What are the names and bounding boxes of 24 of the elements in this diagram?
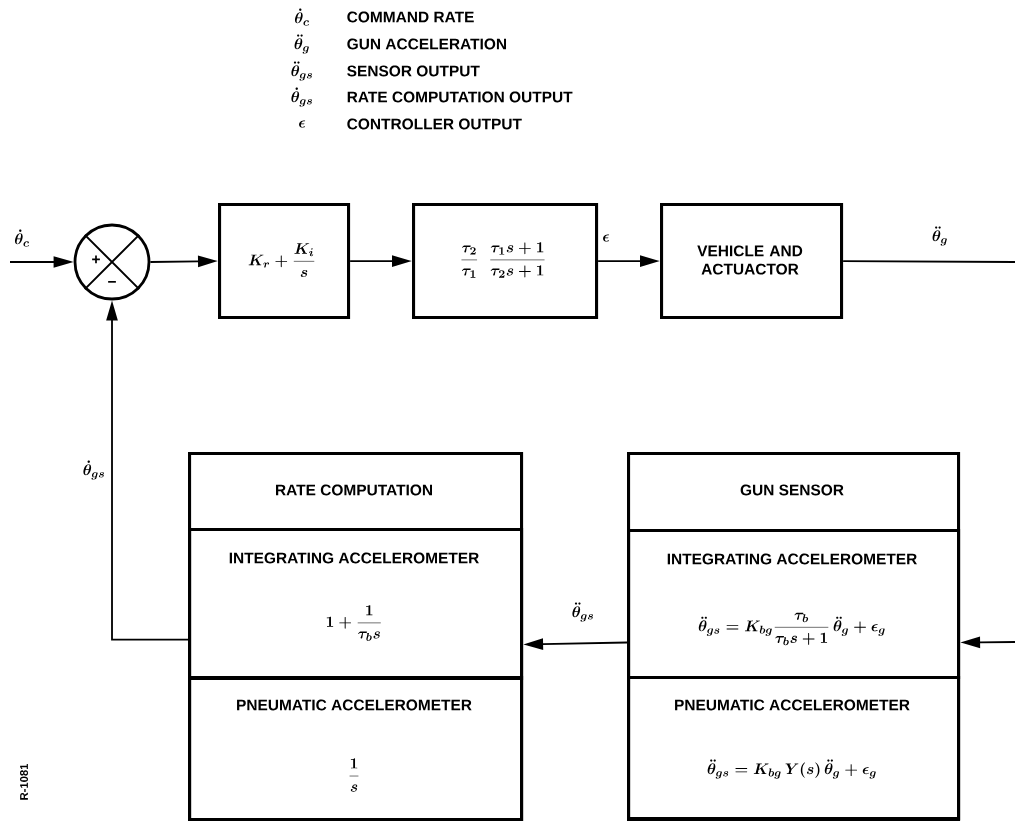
- symbol: $\dot{\theta}_c$: [294, 8, 310, 26]
- legend-text: RATE COMPUTATION OUTPUT: [347, 91, 573, 103]
- section-box: PNEUMATIC ACCELEROMETER $\ddot{\theta}_{gs}=K_{bg}\,Y(s)\,\ddot{\theta}_g+\epsilon_g$: [627, 676, 961, 821]
- symbol: $\ddot{\theta}_g$: [294, 34, 309, 54]
- legend-text: GUN ACCELERATION: [347, 38, 506, 50]
- legend-text: COMMAND RATE: [347, 11, 474, 23]
- symbol: $\epsilon$: [299, 120, 306, 128]
- section-box: INTEGRATING ACCELEROMETER $\ddot{\theta}_{gs}=K_{bg}\frac{\tau_b}{\tau_b s+1}\,\ddot{\theta}_g+\epsilon_g$: [627, 529, 961, 680]
- block-box: VEHICLE AND ACTUACTOR: [660, 203, 844, 320]
- edge-label: $\ddot{\theta}_{gs}$: [570, 601, 596, 623]
- legend-text: SENSOR OUTPUT: [347, 65, 480, 77]
- section-box: INTEGRATING ACCELEROMETER $1+\frac{1}{\tau_b s}$: [188, 528, 524, 681]
- legend-text: CONTROLLER OUTPUT: [347, 118, 522, 130]
- symbol: $\dot{\theta}_{gs}$: [291, 87, 312, 107]
- edge-label: $\ddot{\theta}_g$: [930, 225, 950, 247]
- summing-junction: + −: [73, 223, 151, 301]
- block-box: $\frac{\tau_2}{\tau_1}\;\;\frac{\tau_1 s+1}{\tau_2 s+1}$: [412, 203, 599, 320]
- edge-label: $\epsilon$: [600, 233, 612, 243]
- edge-label: $\dot{\theta}_{gs}$: [81, 459, 107, 481]
- figure-number: R-1081: [20, 763, 28, 800]
- symbol: $\ddot{\theta}_{gs}$: [291, 61, 312, 81]
- section-box: PNEUMATIC ACCELEROMETER $\frac{1}{s}$: [188, 676, 524, 822]
- block-box: $K_r+\frac{K_i}{s}$: [218, 203, 351, 320]
- edge-label: $\dot{\theta}_c$: [12, 228, 32, 248]
